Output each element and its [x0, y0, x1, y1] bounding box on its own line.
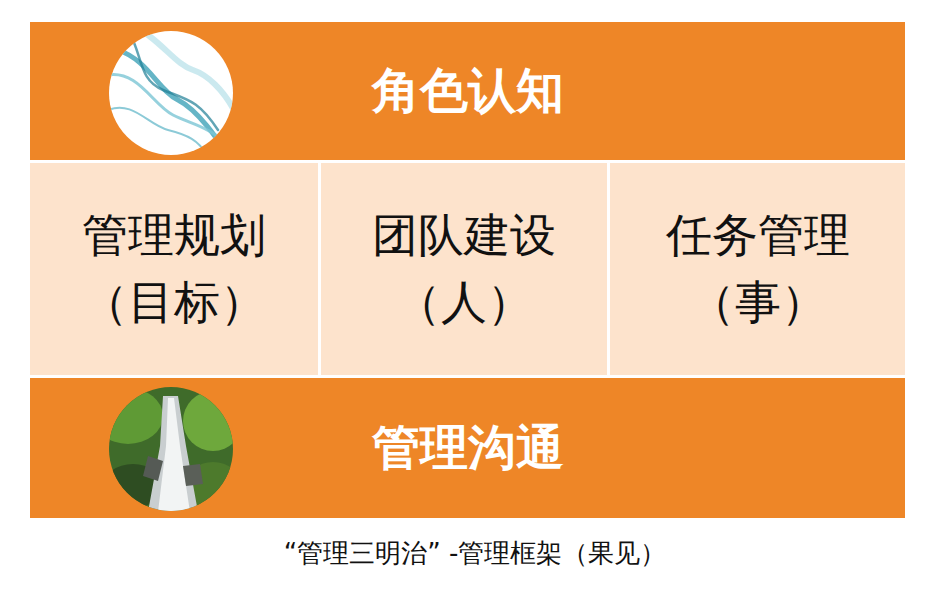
band-title: 角色认知: [372, 59, 564, 123]
pillar-cell: 任务管理（事）: [610, 163, 905, 375]
diagram-caption: “管理三明治” -管理框架（果见）: [0, 536, 950, 571]
pillar-title: 管理规划: [82, 202, 266, 269]
band-title: 管理沟通: [372, 416, 564, 480]
smoke-illustration: [108, 30, 234, 156]
pillar-cell: 团队建设（人）: [321, 163, 607, 375]
pillar-subtitle: （事）: [689, 269, 827, 336]
pillar-subtitle: （目标）: [82, 269, 266, 336]
waterfall-illustration: [108, 386, 234, 512]
pillar-title: 任务管理: [666, 202, 850, 269]
pillar-cell: 管理规划（目标）: [30, 163, 318, 375]
pillar-subtitle: （人）: [395, 269, 533, 336]
pillar-title: 团队建设: [372, 202, 556, 269]
